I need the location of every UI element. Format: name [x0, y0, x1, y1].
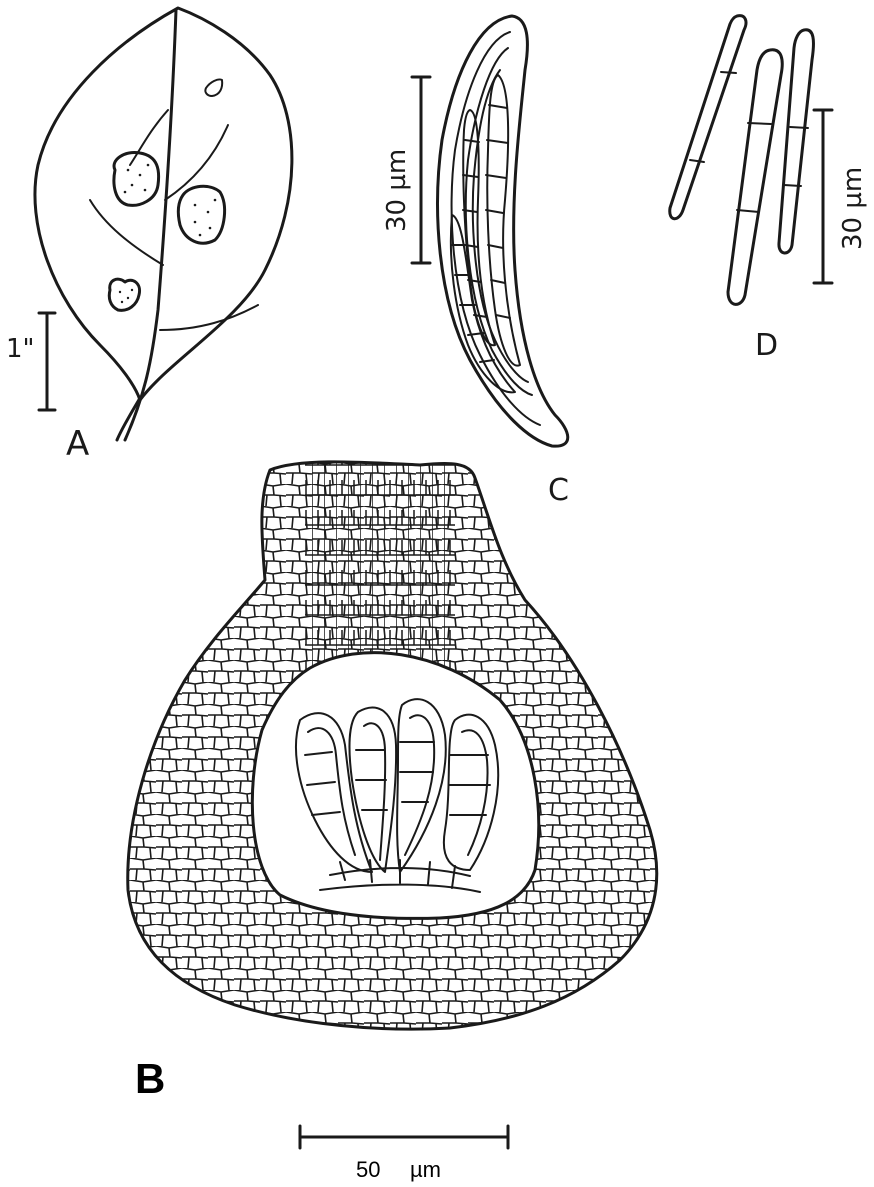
- ascospore: [728, 50, 782, 305]
- panel-c-ascus-drawing: [438, 16, 568, 446]
- leaf-lesion: [114, 152, 159, 205]
- ascospore: [670, 16, 746, 219]
- panel-d-ascospores-drawing: [670, 16, 814, 305]
- panel-a-scale-label: 1": [6, 334, 35, 364]
- leaf-lesion: [178, 186, 224, 243]
- panel-a-leaf-drawing: [35, 8, 292, 440]
- panel-a-scale-bar: [39, 313, 55, 410]
- panel-d-scale-bar: [814, 110, 832, 283]
- panel-c-scale-bar: [412, 77, 430, 263]
- leaf-lesion: [109, 279, 139, 310]
- leaf-lesion: [205, 79, 222, 96]
- panel-b-label: B: [135, 1055, 165, 1102]
- panel-b-scale-bar: [300, 1126, 508, 1148]
- panel-c-scale-label: 30 µm: [382, 149, 412, 232]
- panel-a-label: A: [66, 424, 89, 464]
- panel-d-label: D: [755, 328, 778, 363]
- panel-c-label: C: [548, 473, 569, 508]
- panel-b-scale-value: 50: [356, 1157, 380, 1182]
- ascospore: [463, 110, 495, 345]
- panel-d-scale-label: 30 µm: [838, 167, 868, 250]
- panel-b-ascoma-drawing: [120, 455, 680, 1045]
- panel-b-scale-unit: µm: [410, 1157, 441, 1182]
- ascospore: [779, 30, 814, 253]
